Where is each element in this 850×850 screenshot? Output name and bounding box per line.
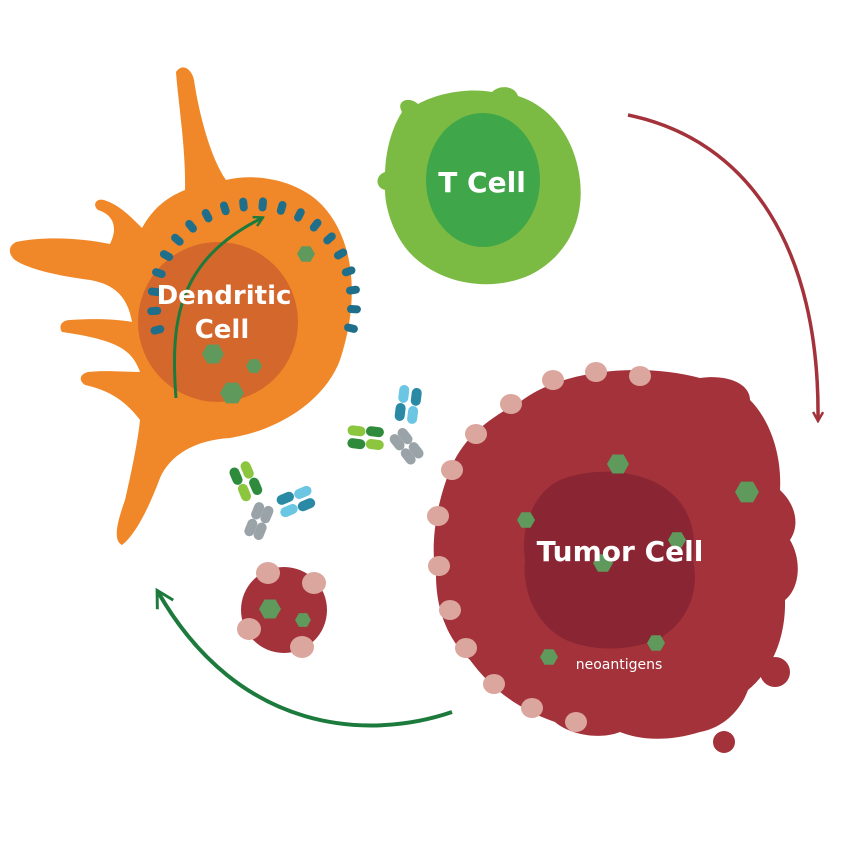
tumor-bead: [565, 712, 587, 732]
receptor-dash: [344, 323, 358, 333]
antibody-arm-segment: [297, 498, 316, 512]
receptor-dash: [201, 209, 213, 223]
receptor-dash: [276, 200, 287, 215]
antigen-hexagon: [540, 649, 558, 665]
antibody-stem-segment: [408, 442, 424, 459]
antibody-arm-segment: [294, 485, 312, 499]
dendritic-label-line2: Cell: [195, 315, 250, 345]
antibody-arm-segment: [237, 483, 252, 502]
antibody-stem-segment: [253, 522, 267, 540]
antigen-hexagon: [202, 344, 224, 364]
antibody-stem-segment: [389, 434, 405, 451]
t-cell-label: T Cell: [438, 166, 526, 199]
antibody-arm-segment: [229, 467, 243, 485]
dendritic-antigens: [202, 246, 315, 404]
tumor-bead: [302, 572, 326, 594]
tumor-bead: [237, 618, 261, 640]
tumor-bead: [542, 370, 564, 390]
antibody-stem-segment: [400, 448, 416, 465]
receptor-dash: [159, 250, 174, 261]
antibody-arm-segment: [398, 384, 410, 403]
antibody-stem-segment: [251, 502, 265, 520]
receptor-dash: [239, 197, 248, 212]
antigen-hexagon: [246, 359, 262, 373]
receptor-dash: [341, 266, 356, 277]
green-cycle-arrow: [155, 587, 453, 728]
tumor-surface-beads: [427, 362, 651, 732]
t-cell: T Cell: [377, 87, 581, 285]
tumor-bead: [441, 460, 463, 480]
dendritic-green-arrow: [173, 218, 262, 399]
receptor-dash: [294, 208, 305, 222]
antibody-arm-segment: [347, 425, 366, 437]
antigen-hexagon: [517, 512, 535, 528]
receptor-dash: [150, 325, 165, 335]
receptor-dash: [333, 248, 348, 260]
receptor-dash: [147, 306, 162, 316]
tumor-bead: [256, 562, 280, 584]
antigen-hexagon: [220, 382, 244, 404]
antibody-left: [229, 461, 316, 540]
receptor-dash: [147, 287, 162, 297]
dendritic-receptor-dashes: [147, 197, 361, 335]
receptor-dash: [171, 233, 184, 246]
tumor-bead: [585, 362, 607, 382]
tumor-bead: [428, 556, 450, 576]
tumor-bead: [290, 636, 314, 658]
antibody-arm-segment: [240, 461, 254, 479]
red-cycle-arrow: [627, 113, 818, 420]
dendritic-cell: Dendritic Cell: [9, 67, 361, 546]
antibody-arm-segment: [365, 426, 384, 438]
tumor-fragment-large: [760, 657, 790, 687]
receptor-dash: [258, 197, 267, 212]
antibody-arm-segment: [394, 403, 406, 421]
tumor-bead: [439, 600, 461, 620]
antigen-hexagon: [295, 613, 311, 627]
receptor-dash: [152, 268, 166, 279]
tumor-bead: [427, 506, 449, 526]
antibody-stem-segment: [397, 427, 413, 445]
antigen-hexagon: [647, 635, 665, 651]
antibody-arm-segment: [410, 387, 422, 406]
antigen-hexagon: [735, 481, 759, 503]
dendritic-label-line1: Dendritic: [157, 281, 292, 311]
antigen-hexagon: [593, 554, 613, 572]
tumor-fragment-small: [713, 731, 735, 753]
antibody-arm-segment: [365, 439, 384, 450]
t-cell-nucleus: [426, 113, 540, 247]
receptor-dash: [323, 232, 336, 245]
tumor-bead: [629, 366, 651, 386]
antigen-hexagon: [297, 246, 315, 262]
tumor-bead: [483, 674, 505, 694]
tumor-antigens: [517, 454, 759, 665]
tumor-bead: [455, 638, 477, 658]
neoantigens-label: neoantigens: [576, 657, 663, 673]
antibody-arm-segment: [249, 477, 263, 495]
receptor-dash: [219, 201, 230, 216]
antigen-hexagon: [259, 599, 281, 619]
tumor-debris-antigens: [259, 599, 311, 627]
tumor-bead: [465, 424, 487, 444]
receptor-dash: [346, 305, 361, 314]
antibody-stem-segment: [260, 505, 274, 524]
tumor-debris-cell: [237, 562, 327, 658]
antibody-arm-segment: [276, 491, 295, 505]
tumor-bead: [500, 394, 522, 414]
antibody-arm-segment: [280, 503, 298, 518]
receptor-dash: [309, 218, 322, 232]
tumor-cell: Tumor Cell neoantigens: [427, 362, 798, 753]
antigen-hexagon: [607, 454, 629, 474]
tumor-cell-label: Tumor Cell: [537, 535, 704, 568]
receptor-dash: [346, 285, 360, 295]
antibody-arm-segment: [347, 438, 366, 450]
antibody-stem-segment: [244, 518, 258, 537]
antibody-right: [347, 384, 424, 465]
receptor-dash: [185, 219, 197, 233]
antigen-hexagon: [668, 532, 686, 548]
tumor-debris-beads: [237, 562, 326, 658]
tumor-bead: [521, 698, 543, 718]
antibody-arm-segment: [407, 405, 419, 424]
